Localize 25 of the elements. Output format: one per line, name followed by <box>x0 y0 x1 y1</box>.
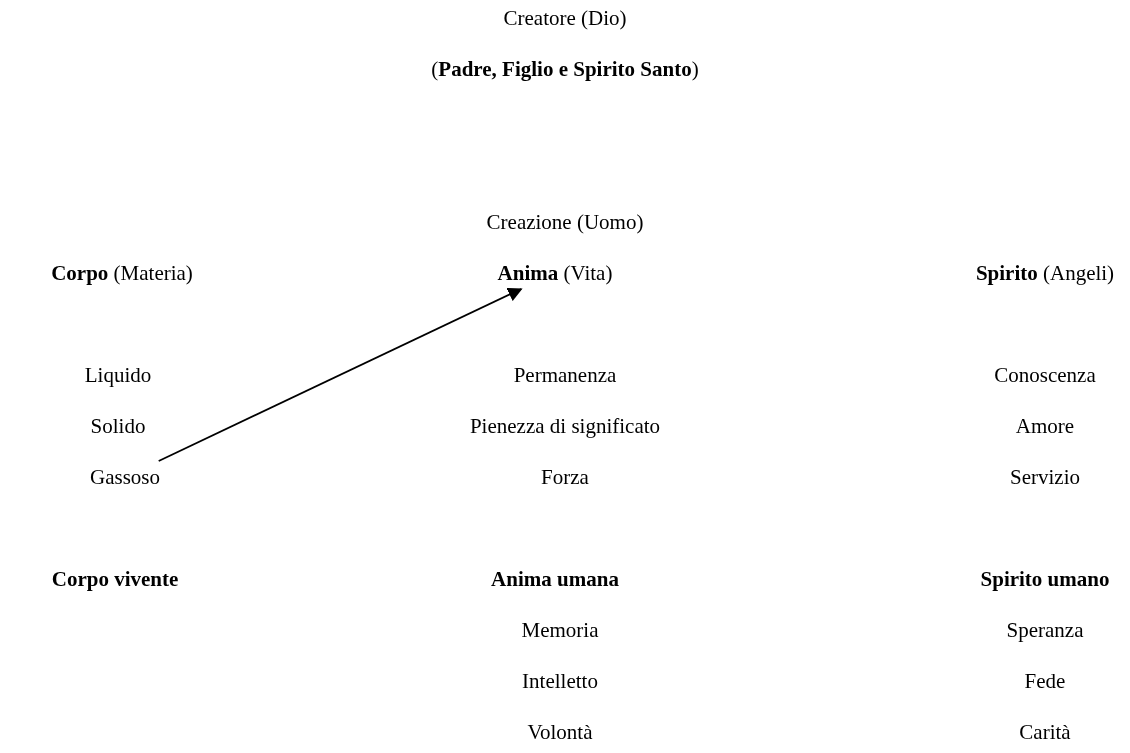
list-item-text: Intelletto <box>522 669 598 693</box>
heading-text: Corpo (Materia) <box>51 261 193 285</box>
list-item-text: Conoscenza <box>994 363 1096 387</box>
list-item-text: Amore <box>1015 414 1075 438</box>
title-text: Creatore (Dio) <box>503 6 627 30</box>
list-item-text: Pienezza di significato <box>469 414 661 438</box>
heading-text: Spirito (Angeli) <box>975 261 1115 285</box>
list-item-text: Volontà <box>527 720 593 744</box>
arrow <box>157 288 523 462</box>
list-item-text: Solido <box>90 414 146 438</box>
heading-text: Corpo vivente <box>51 567 179 591</box>
list-item-text: Liquido <box>84 363 152 387</box>
list-item-text: Permanenza <box>513 363 617 387</box>
heading-text: Anima (Vita) <box>497 261 613 285</box>
list-item-text: Carità <box>1019 720 1071 744</box>
list-item-text: Forza <box>541 465 589 489</box>
list-item-text: Fede <box>1024 669 1066 693</box>
list-item-text: Gassoso <box>90 465 160 489</box>
list-item-text: Memoria <box>521 618 599 642</box>
heading-text: Creazione (Uomo) <box>486 210 644 234</box>
list-item-text: Speranza <box>1006 618 1084 642</box>
heading-text: Anima umana <box>491 567 619 591</box>
list-item-text: Servizio <box>1010 465 1080 489</box>
subtitle-text: (Padre, Figlio e Spirito Santo) <box>431 57 699 81</box>
heading-text: Spirito umano <box>980 567 1110 591</box>
